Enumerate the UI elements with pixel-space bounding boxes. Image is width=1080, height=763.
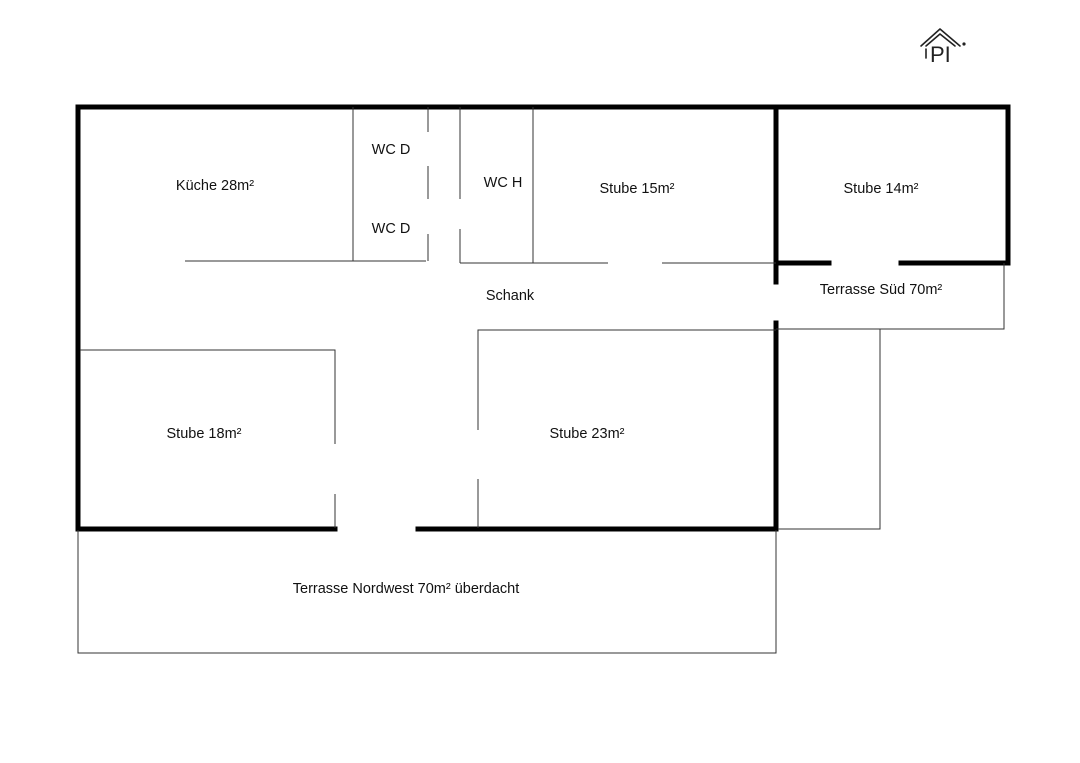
room-label-kueche: Küche 28m²: [176, 178, 254, 194]
stube18-wall: [80, 349, 336, 444]
room-label-stube-15: Stube 15m²: [600, 181, 675, 197]
room-label-terrasse-nordwest: Terrasse Nordwest 70m² überdacht: [293, 581, 519, 597]
outer-wall-main: [75, 104, 1011, 532]
exterior-walls: [75, 104, 1011, 532]
terrasse-sued-outline: [776, 263, 1005, 330]
terrasse-sued-lower-outline: [778, 329, 881, 530]
room-label-wc-d-bottom: WC D: [372, 221, 411, 237]
room-label-stube-23: Stube 23m²: [550, 426, 625, 442]
logo-text: PI: [930, 42, 951, 67]
room-label-wc-d-top: WC D: [372, 142, 411, 158]
south-wall-lower: [415, 320, 779, 532]
room-label-schank: Schank: [486, 288, 535, 304]
interior-walls: [77, 107, 1005, 654]
house-logo-icon: PI: [920, 28, 966, 67]
room-label-stube-18: Stube 18m²: [167, 426, 242, 442]
room-label-wc-h: WC H: [484, 175, 523, 191]
room-label-terrasse-sued: Terrasse Süd 70m²: [820, 282, 943, 298]
room-label-stube-14: Stube 14m²: [844, 181, 919, 197]
terrasse-nordwest-outline: [77, 530, 777, 654]
stube23-wall: [477, 329, 776, 430]
